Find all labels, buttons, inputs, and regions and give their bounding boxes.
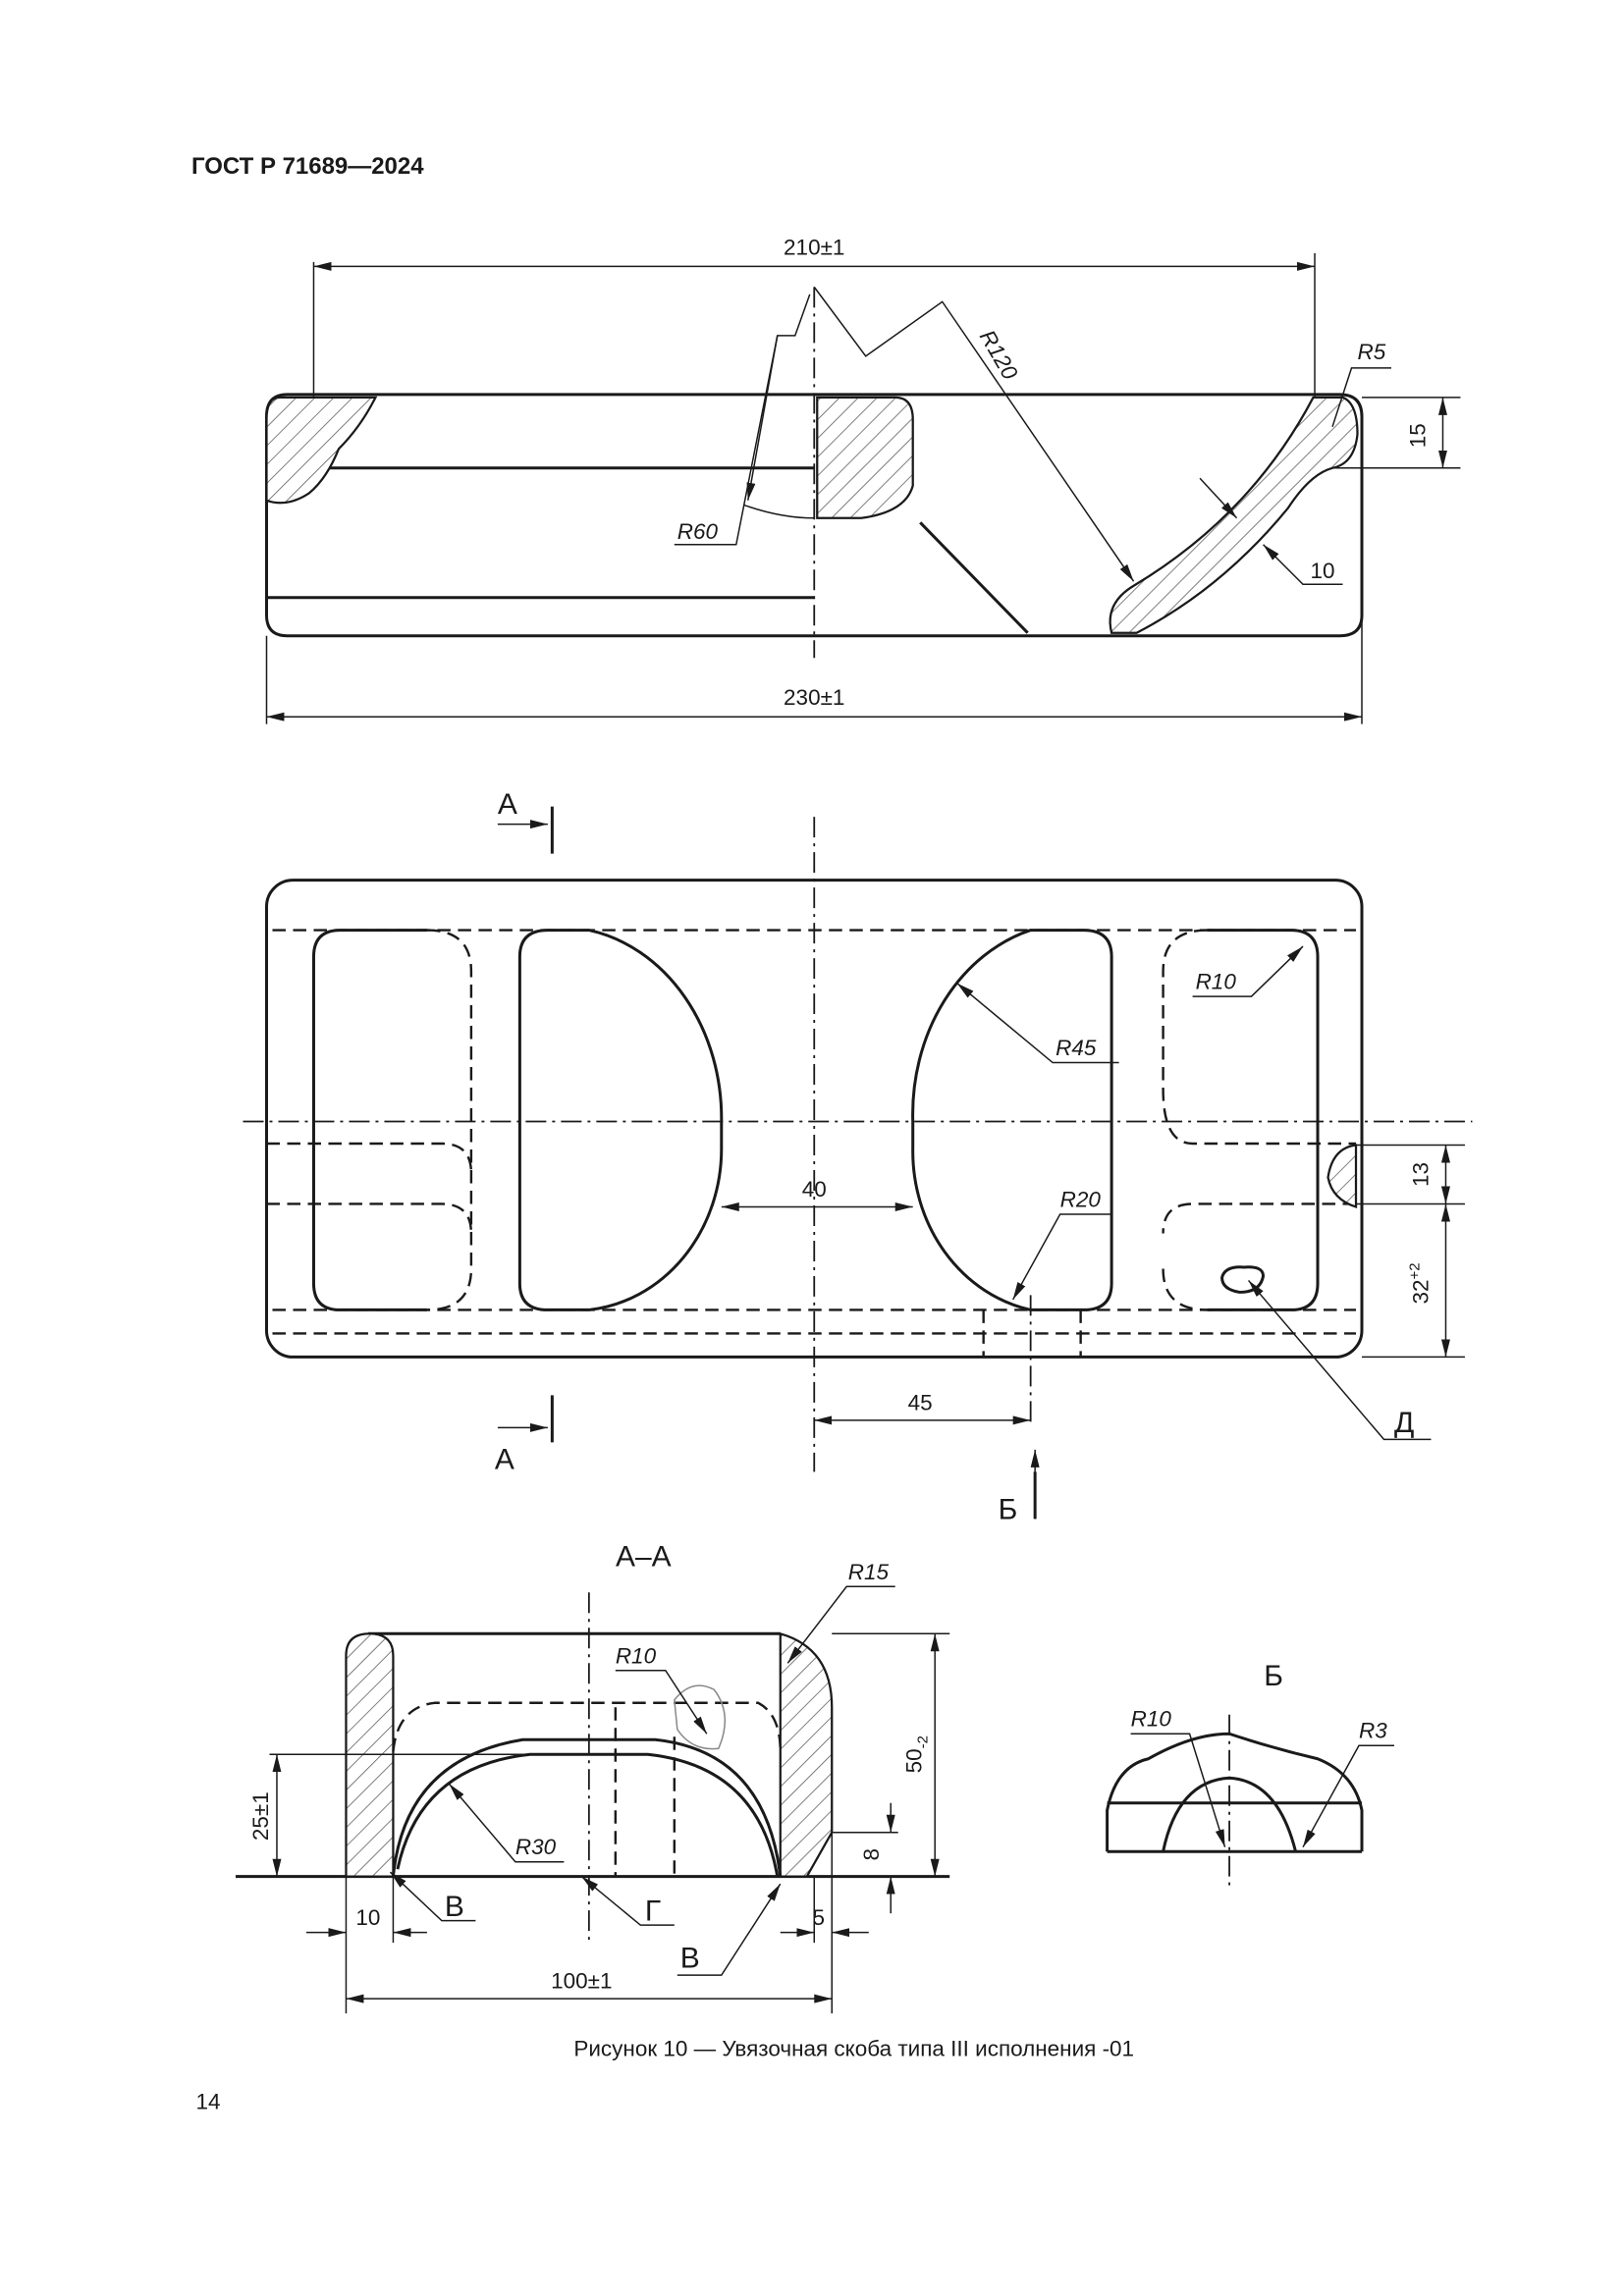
radius-r5: R5	[1358, 340, 1386, 364]
mark-v-left: В	[445, 1891, 464, 1923]
radius-r10-section: R10	[616, 1643, 657, 1668]
view-mark-b: Б	[999, 1493, 1018, 1525]
view-b: Б R10 R3	[1106, 1660, 1394, 1889]
dim-45: 45	[908, 1390, 933, 1415]
dim-10: 10	[355, 1905, 380, 1930]
hatched-section-left	[265, 396, 378, 505]
detail-d-hole	[1220, 1265, 1266, 1294]
figure-caption: Рисунок 10 — Увязочная скоба типа III ис…	[573, 2037, 1134, 2061]
detail-mark-d: Д	[1394, 1407, 1414, 1439]
radius-r45: R45	[1056, 1036, 1097, 1060]
dim-5: 5	[812, 1905, 825, 1930]
dim-50-tolerance: -2	[915, 1735, 932, 1748]
dim-50-value: 50	[902, 1748, 927, 1773]
detail-notch	[1326, 1144, 1358, 1209]
front-view: 210±1 230±1 15 R120 R60 R5 10	[264, 235, 1461, 724]
dim-25: 25±1	[248, 1791, 273, 1841]
plan-view: 40 45 R45 R20 R10 13 32+2 Д А А Б	[243, 788, 1473, 1525]
radius-r20: R20	[1060, 1187, 1102, 1211]
r10-detail-circle	[674, 1684, 727, 1750]
radius-r3: R3	[1359, 1719, 1387, 1743]
radius-r30: R30	[515, 1835, 557, 1859]
view-b-title: Б	[1264, 1660, 1283, 1692]
radius-r60: R60	[677, 519, 719, 544]
section-mark-a-top: А	[498, 788, 517, 821]
dim-8: 8	[859, 1848, 884, 1861]
dim-40: 40	[802, 1177, 827, 1201]
radius-r10-view-b: R10	[1131, 1707, 1172, 1732]
dim-50: 50-2	[902, 1735, 932, 1773]
dim-100: 100±1	[551, 1969, 612, 1994]
document-code: ГОСТ Р 71689—2024	[191, 153, 424, 180]
section-mark-a-bottom: А	[495, 1443, 514, 1475]
radius-r15: R15	[848, 1560, 890, 1584]
dim-13: 13	[1408, 1162, 1433, 1187]
mark-g: Г	[645, 1896, 661, 1928]
section-title-aa: А–А	[616, 1540, 672, 1573]
dim-thickness-10: 10	[1311, 559, 1335, 583]
section-a-a: А–А 50-2 25±1 8 10 5 100±1	[236, 1540, 950, 2014]
radius-r10-plan: R10	[1196, 970, 1237, 994]
hatched-wall-right	[779, 1631, 834, 1878]
dim-32: 32+2	[1406, 1262, 1433, 1304]
hatched-section-center	[816, 396, 914, 519]
page-number: 14	[196, 2090, 221, 2114]
dim-32-value: 32	[1408, 1279, 1433, 1304]
dim-32-tolerance: +2	[1406, 1262, 1423, 1279]
dim-15: 15	[1405, 423, 1430, 448]
dim-210: 210±1	[784, 235, 844, 259]
radius-r120: R120	[975, 326, 1023, 384]
dim-230: 230±1	[784, 685, 844, 710]
mark-v-right: В	[680, 1943, 700, 1975]
